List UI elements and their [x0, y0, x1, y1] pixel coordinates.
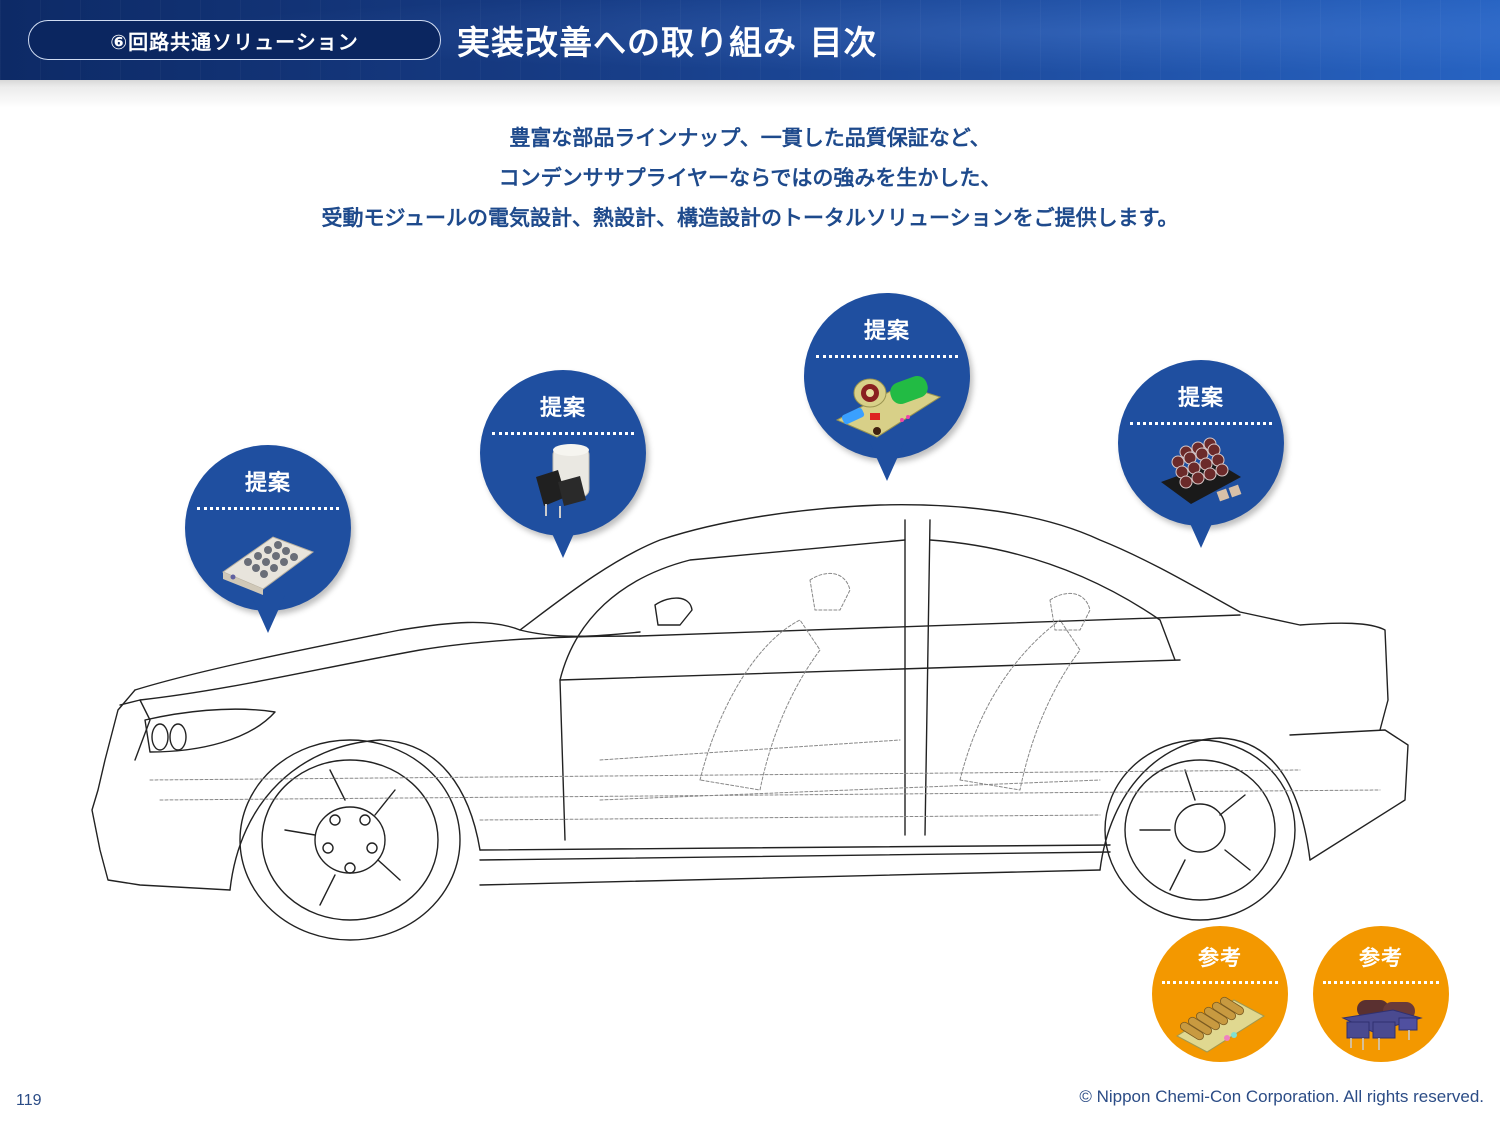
header-bar: ⑥回路共通ソリューション 実装改善への取り組み 目次: [0, 0, 1500, 80]
proposal-bubble[interactable]: 提案: [185, 445, 351, 633]
proposal-label: 提案: [244, 471, 291, 496]
capacitor-board-3d-model-image: [1176, 996, 1265, 1053]
dotted-divider: [492, 432, 634, 435]
header-shadow: [0, 80, 1500, 108]
page-number: 119: [16, 1092, 42, 1109]
dotted-divider: [1130, 422, 1272, 425]
page-title: 実装改善への取り組み 目次: [457, 23, 878, 62]
reference-circle[interactable]: 参考: [1152, 926, 1288, 1062]
intro-text: 豊富な部品ラインナップ、一貫した品質保証など、 コンデンササプライヤーならではの…: [0, 118, 1500, 238]
proposal-label: 提案: [539, 396, 586, 421]
inductor-component-image: [536, 444, 590, 518]
coil-module-3d-model-image: [1341, 1000, 1423, 1050]
proposal-label: 提案: [1177, 386, 1224, 411]
dotted-divider: [1323, 981, 1439, 984]
proposal-bubble[interactable]: 提案: [804, 293, 970, 481]
bubble-pointer: [251, 595, 285, 633]
reference-label: 参考: [1359, 946, 1403, 970]
proposal-bubble[interactable]: 提案: [480, 370, 646, 558]
section-label: ⑥回路共通ソリューション: [110, 29, 359, 54]
car-body-outline: [91, 504, 1409, 941]
power-module-3d-model-image: [835, 375, 942, 438]
intro-line: 豊富な部品ラインナップ、一貫した品質保証など、: [509, 126, 991, 150]
capacitor-bank-module-image: [1161, 437, 1242, 504]
dotted-divider: [197, 507, 339, 510]
section-pill: ⑥回路共通ソリューション: [28, 20, 441, 60]
proposal-label: 提案: [863, 319, 910, 344]
bubble-pointer: [546, 520, 580, 558]
intro-line: コンデンササプライヤーならではの強みを生かした、: [498, 166, 1002, 190]
intro-line: 受動モジュールの電気設計、熱設計、構造設計のトータルソリューションをご提供します…: [321, 206, 1179, 230]
reference-circle[interactable]: 参考: [1313, 926, 1449, 1062]
copyright-notice: © Nippon Chemi-Con Corporation. All righ…: [1079, 1087, 1484, 1106]
dotted-divider: [1162, 981, 1278, 984]
capacitor-array-module-image: [221, 536, 315, 595]
reference-label: 参考: [1198, 946, 1242, 970]
bubble-pointer: [1184, 510, 1218, 548]
bubble-pointer: [870, 443, 904, 481]
dotted-divider: [816, 355, 958, 358]
proposal-bubble[interactable]: 提案: [1118, 360, 1284, 548]
